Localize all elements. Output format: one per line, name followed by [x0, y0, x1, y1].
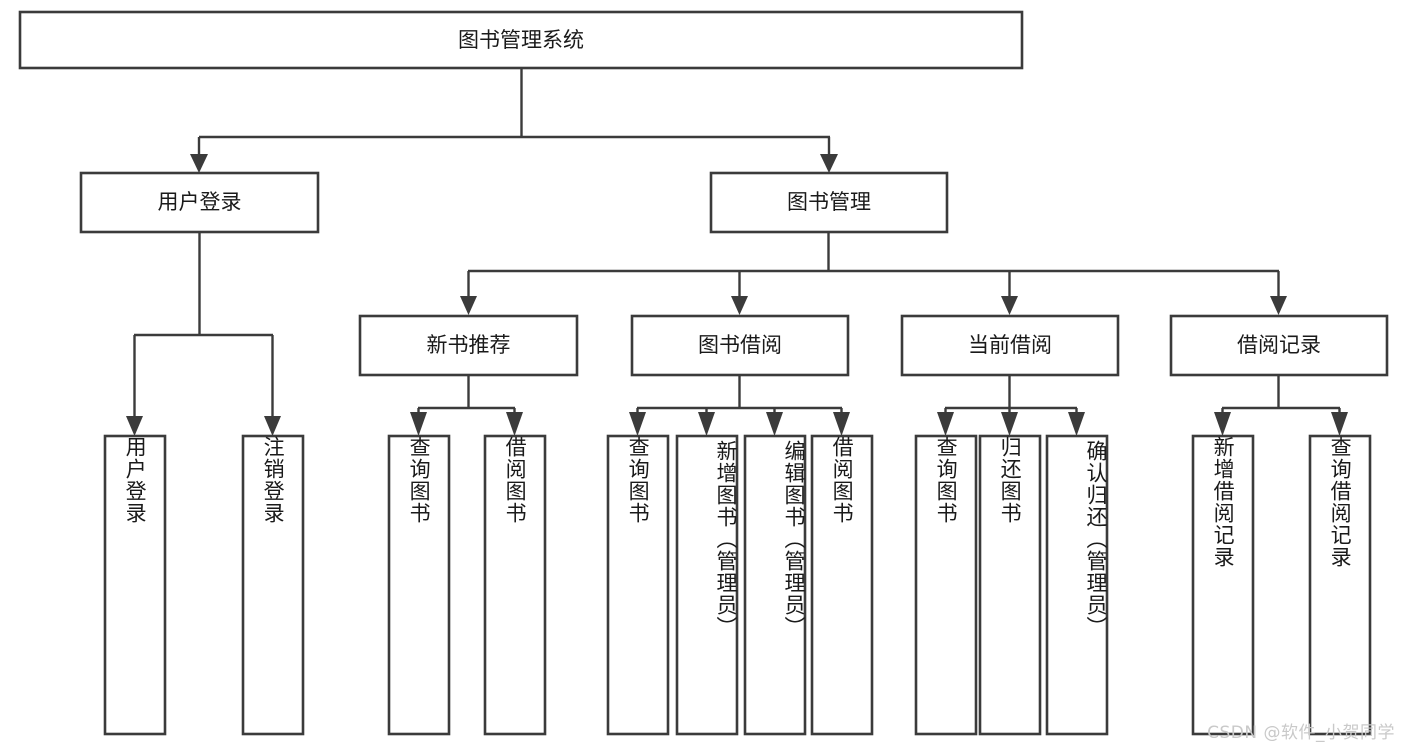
- node-book-manage-box[interactable]: [709, 171, 949, 234]
- arrow-head-ul-child-1: [126, 416, 143, 436]
- arrow-head-bb-child-1: [629, 412, 646, 436]
- node-new-book-box[interactable]: [358, 314, 579, 377]
- leaf-box-book-borrow-4[interactable]: [810, 434, 874, 736]
- arrow-head-br-child-2: [1331, 412, 1348, 436]
- arrow-head-cb-child-2: [1001, 412, 1018, 436]
- arrow-head-br-child-1: [1214, 412, 1231, 436]
- node-layer: 图书管理系统 用户登录 图书管理 新书推荐 图书借阅 当前借阅 借阅记录: [18, 10, 1389, 736]
- arrow-head-current-borrow: [1001, 296, 1018, 315]
- leaf-box-current-borrow-3[interactable]: [1045, 434, 1109, 736]
- arrow-head-cb-child-1: [937, 412, 954, 436]
- leaf-box-borrow-record-1[interactable]: [1191, 434, 1255, 736]
- node-current-borrow-label: 当前借阅: [968, 333, 1052, 357]
- arrow-head-ul-child-2: [264, 416, 281, 436]
- edge-layer: [126, 68, 1348, 436]
- node-current-borrow-box[interactable]: [900, 314, 1120, 377]
- arrow-head-nb-child-1: [410, 412, 427, 436]
- arrow-head-borrow-record: [1270, 296, 1287, 315]
- arrow-head-book-borrow: [731, 296, 748, 315]
- arrow-head-bb-child-3: [766, 412, 783, 436]
- node-root-label: 图书管理系统: [458, 28, 584, 52]
- leaf-box-current-borrow-2[interactable]: [978, 434, 1042, 736]
- node-user-login-box[interactable]: [79, 171, 320, 234]
- leaf-box-new-book-2[interactable]: [483, 434, 547, 736]
- arrow-head-cb-child-3: [1068, 412, 1085, 436]
- node-user-login-label: 用户登录: [158, 190, 242, 214]
- arrow-head-bb-child-2: [698, 412, 715, 436]
- csdn-watermark: CSDN @软件_小贺同学: [1207, 723, 1395, 743]
- arrow-head-nb-child-2: [506, 412, 523, 436]
- leaf-box-book-borrow-1[interactable]: [606, 434, 670, 736]
- leaf-box-current-borrow-1[interactable]: [914, 434, 978, 736]
- arrow-head-bb-child-4: [833, 412, 850, 436]
- node-new-book-label: 新书推荐: [427, 333, 511, 357]
- node-borrow-record-label: 借阅记录: [1237, 333, 1321, 357]
- arrow-head-book-manage: [820, 154, 838, 173]
- leaf-box-user-login-1[interactable]: [103, 434, 167, 736]
- leaf-box-user-login-2[interactable]: [241, 434, 305, 736]
- leaf-box-book-borrow-2[interactable]: [675, 434, 739, 736]
- node-book-borrow-box[interactable]: [630, 314, 850, 377]
- node-book-borrow-label: 图书借阅: [698, 333, 782, 357]
- leaf-box-book-borrow-3[interactable]: [743, 434, 807, 736]
- node-book-manage-label: 图书管理: [787, 190, 871, 214]
- arrow-head-new-book: [460, 296, 477, 315]
- leaf-box-borrow-record-2[interactable]: [1308, 434, 1372, 736]
- node-borrow-record-box[interactable]: [1169, 314, 1389, 377]
- node-root-box[interactable]: [18, 10, 1024, 70]
- leaf-box-new-book-1[interactable]: [387, 434, 451, 736]
- arrow-head-user-login: [190, 154, 208, 173]
